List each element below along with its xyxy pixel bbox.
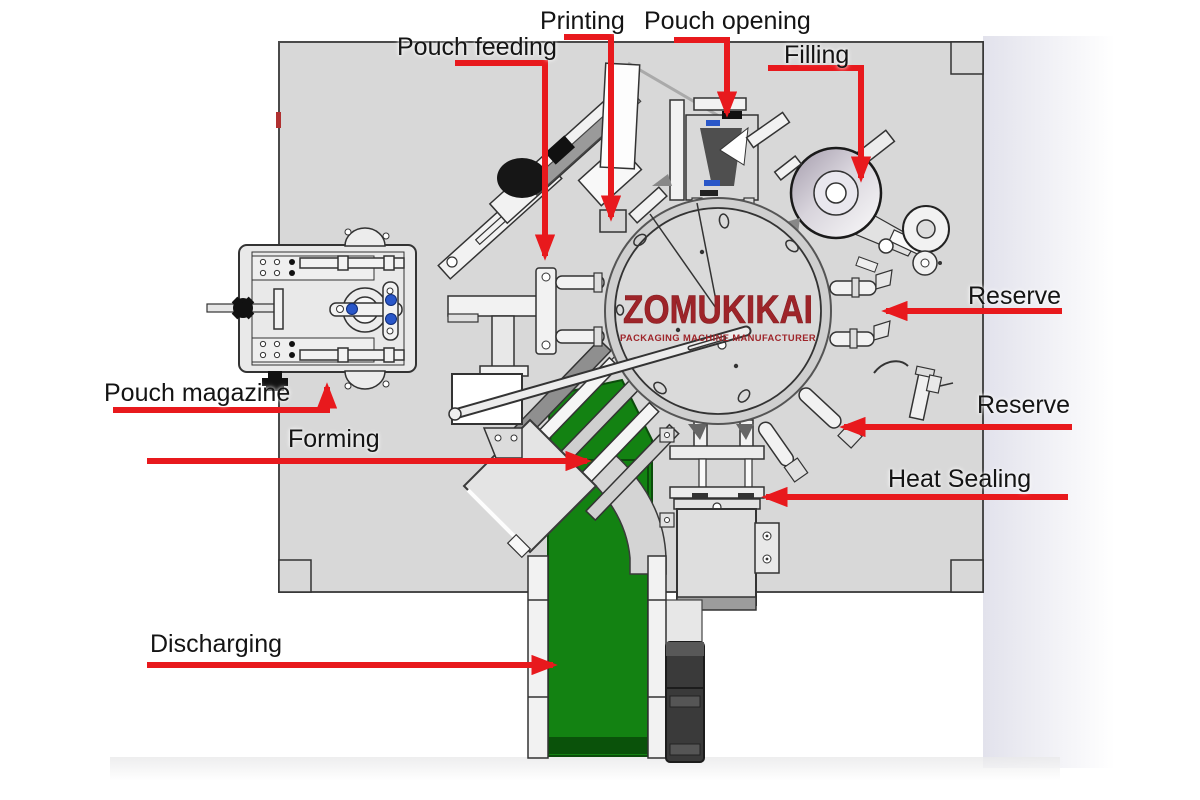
label-filling: Filling: [784, 41, 850, 69]
magazine-foot: [262, 371, 288, 391]
gripper-arms: [757, 238, 954, 483]
actuator-rod: [448, 325, 752, 421]
label-discharging: Discharging: [150, 630, 283, 658]
arrow-pouch-feeding: [455, 60, 556, 261]
table-edge-mark: [276, 112, 281, 128]
forming-rollers: [524, 356, 680, 522]
label-pouch-magazine: Pouch magazine: [104, 379, 291, 407]
table-corner-bracket: [950, 559, 984, 593]
annotation-arrows: [113, 34, 1072, 676]
arrow-pouch-opening: [674, 37, 738, 118]
brand-subtitle: PACKAGING MACHINE MANUFACTURER: [620, 333, 816, 344]
feeding-plate: [535, 267, 557, 355]
magazine-top-clamp: [344, 227, 386, 247]
arrow-pouch-magazine: [113, 382, 338, 413]
magazine-blue-bolts: [346, 294, 397, 325]
forming-assembly: [462, 338, 680, 757]
arrow-printing: [564, 34, 622, 222]
label-reserve-lower: Reserve: [977, 391, 1071, 419]
opening-funnel-white: [719, 126, 749, 166]
grease-gun: [873, 360, 954, 421]
brand-name: ZOMUKIKAI: [623, 288, 813, 332]
discharge-belt-end: [548, 737, 648, 754]
heat-sealing-box: [676, 508, 757, 606]
turntable: ZOMUKIKAI PACKAGING MACHINE MANUFACTURER: [448, 197, 832, 425]
magazine-bottom-clamp: [344, 370, 386, 390]
turntable-holes: [615, 213, 799, 403]
background-shade-right: [983, 36, 1115, 768]
turntable-dots: [675, 249, 739, 369]
label-forming: Forming: [288, 425, 380, 453]
conveyor-rail-right: [647, 555, 667, 759]
label-reserve-upper: Reserve: [968, 282, 1062, 310]
conveyor-rail-left: [527, 555, 549, 759]
arrow-filling: [768, 65, 872, 183]
feeding-station: [447, 267, 605, 425]
label-pouch-opening: Pouch opening: [644, 7, 811, 35]
pouch-magazine-assembly: [206, 227, 417, 391]
label-heat-sealing: Heat Sealing: [888, 465, 1032, 493]
table-corner-bracket: [950, 41, 984, 75]
background-shade-bottom: [110, 757, 1060, 781]
table-corner-bracket: [278, 559, 312, 593]
label-printing: Printing: [540, 7, 625, 35]
label-pouch-feeding: Pouch feeding: [397, 33, 557, 61]
printing-motor: [497, 158, 547, 198]
